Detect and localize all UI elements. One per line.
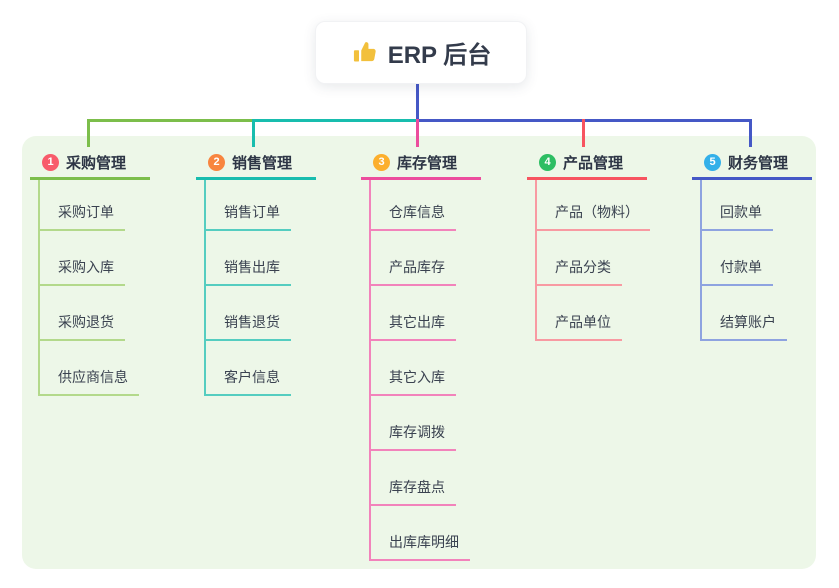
child-node-label: 产品（物料） (555, 204, 639, 220)
child-node-label: 销售出库 (224, 259, 280, 275)
child-node[interactable]: 产品（物料） (535, 201, 650, 231)
child-node-label: 产品单位 (555, 314, 611, 330)
branch-label: 库存管理 (397, 154, 458, 172)
child-node[interactable]: 出库库明细 (369, 531, 470, 561)
branch-label: 采购管理 (66, 154, 127, 172)
branch-node-inventory-management[interactable]: 3 库存管理 (361, 147, 481, 180)
child-node[interactable]: 采购订单 (38, 201, 125, 231)
branch-drop-connector (582, 119, 585, 147)
child-node-label: 库存盘点 (389, 479, 445, 495)
branch-label: 销售管理 (232, 154, 293, 172)
child-node[interactable]: 库存盘点 (369, 476, 456, 506)
child-node-label: 出库库明细 (389, 534, 459, 550)
child-node-label: 回款单 (720, 204, 762, 220)
root-connector (416, 82, 419, 121)
mindmap-panel (22, 136, 816, 569)
child-node[interactable]: 采购入库 (38, 256, 125, 286)
branch-child-trunk (369, 178, 371, 561)
branch-label: 财务管理 (728, 154, 789, 172)
child-node[interactable]: 客户信息 (204, 366, 291, 396)
branch-number-badge: 1 (42, 153, 59, 171)
branch-drop-connector (252, 119, 255, 147)
child-node-label: 销售退货 (224, 314, 280, 330)
child-node[interactable]: 回款单 (700, 201, 773, 231)
child-node-label: 采购入库 (58, 259, 114, 275)
child-node-label: 其它出库 (389, 314, 445, 330)
branch-number-badge: 5 (704, 153, 721, 171)
branch-number-badge: 4 (539, 153, 556, 171)
child-node-label: 库存调拨 (389, 424, 445, 440)
branch-drop-connector (749, 119, 752, 147)
branch-child-trunk (204, 178, 206, 396)
child-node-label: 供应商信息 (58, 369, 128, 385)
branch-drop-connector (87, 119, 90, 147)
branch-bus-connector (253, 119, 418, 122)
thumbs-up-icon (351, 39, 378, 66)
branch-node-finance-management[interactable]: 5 财务管理 (692, 147, 812, 180)
child-node[interactable]: 结算账户 (700, 311, 787, 341)
child-node[interactable]: 供应商信息 (38, 366, 139, 396)
child-node[interactable]: 其它入库 (369, 366, 456, 396)
root-node[interactable]: ERP 后台 (315, 21, 527, 84)
child-node[interactable]: 产品单位 (535, 311, 622, 341)
branch-bus-connector (87, 119, 253, 122)
branch-child-trunk (700, 178, 702, 341)
branch-number-badge: 2 (208, 153, 225, 171)
child-node[interactable]: 销售退货 (204, 311, 291, 341)
branch-number-badge: 3 (373, 153, 390, 171)
child-node-label: 产品库存 (389, 259, 445, 275)
child-node[interactable]: 付款单 (700, 256, 773, 286)
child-node[interactable]: 产品分类 (535, 256, 622, 286)
child-node-label: 销售订单 (224, 204, 280, 220)
branch-label: 产品管理 (563, 154, 624, 172)
child-node[interactable]: 库存调拨 (369, 421, 456, 451)
branch-node-purchase-management[interactable]: 1 采购管理 (30, 147, 150, 180)
child-node-label: 其它入库 (389, 369, 445, 385)
child-node[interactable]: 销售订单 (204, 201, 291, 231)
branch-drop-connector (416, 119, 419, 147)
child-node-label: 结算账户 (720, 314, 776, 330)
branch-child-trunk (535, 178, 537, 341)
child-node-label: 采购订单 (58, 204, 114, 220)
child-node[interactable]: 仓库信息 (369, 201, 456, 231)
branch-node-sales-management[interactable]: 2 销售管理 (196, 147, 316, 180)
child-node-label: 仓库信息 (389, 204, 445, 220)
child-node[interactable]: 其它出库 (369, 311, 456, 341)
child-node-label: 采购退货 (58, 314, 114, 330)
branch-node-product-management[interactable]: 4 产品管理 (527, 147, 647, 180)
root-label: ERP 后台 (387, 42, 492, 69)
child-node-label: 付款单 (720, 259, 762, 275)
child-node[interactable]: 产品库存 (369, 256, 456, 286)
child-node[interactable]: 采购退货 (38, 311, 125, 341)
child-node[interactable]: 销售出库 (204, 256, 291, 286)
child-node-label: 客户信息 (224, 369, 280, 385)
branch-child-trunk (38, 178, 40, 396)
child-node-label: 产品分类 (555, 259, 611, 275)
